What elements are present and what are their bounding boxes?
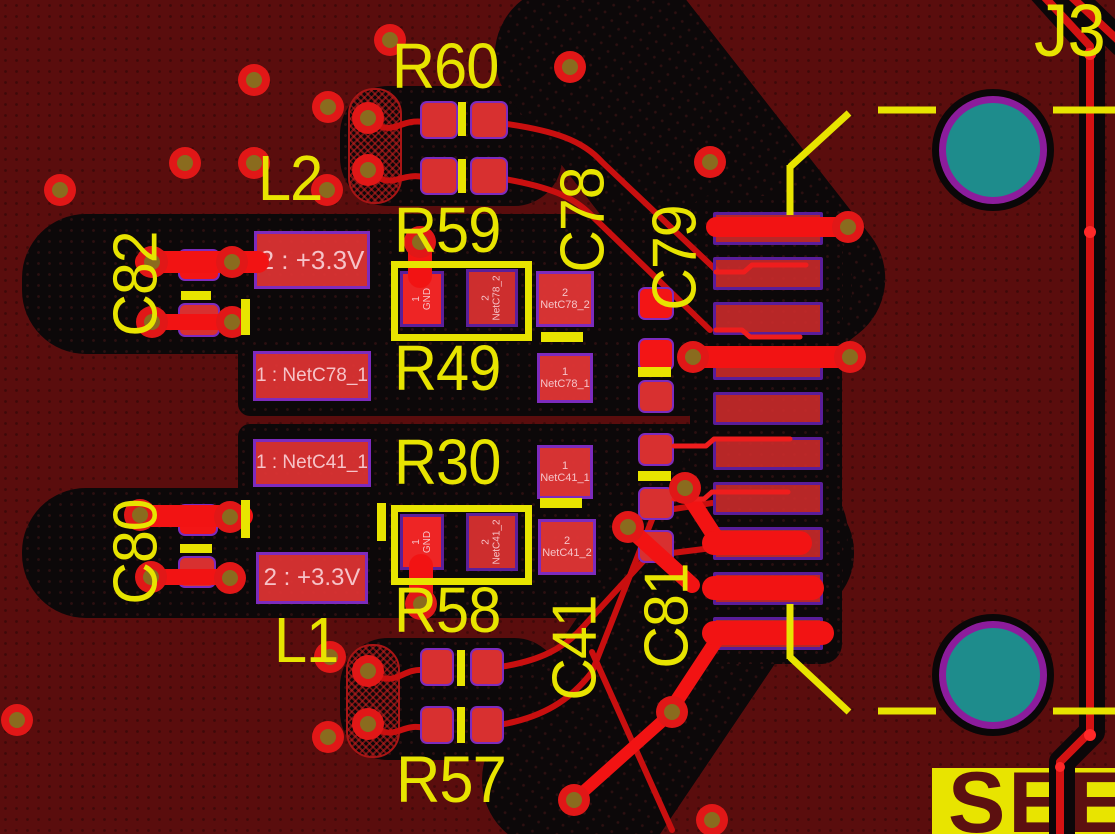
c41-long-pad-net-label[interactable]: 1 : NetC41_1 — [253, 439, 371, 487]
smd-pad[interactable] — [470, 157, 508, 195]
designator-c41[interactable]: C41 — [540, 595, 609, 701]
net-text: 1 : NetC78_1 — [256, 365, 368, 386]
via[interactable] — [696, 804, 728, 834]
designator-c82[interactable]: C82 — [101, 231, 170, 337]
mounting-hole[interactable] — [946, 103, 1040, 197]
net-text: 2 : +3.3V — [263, 564, 361, 591]
silk-tick — [458, 102, 466, 136]
net-text: 2 : +3.3V — [259, 244, 365, 275]
silk-tick — [457, 650, 465, 686]
silk-tick — [457, 707, 465, 743]
connector-pad[interactable] — [713, 212, 823, 245]
silk-tick — [540, 498, 582, 508]
connector-pad[interactable] — [713, 437, 823, 470]
smd-pad[interactable] — [638, 433, 674, 466]
designator-c80[interactable]: C80 — [101, 499, 170, 605]
smd-pad[interactable] — [178, 504, 218, 536]
smd-pad[interactable] — [178, 303, 220, 337]
designator-j3[interactable]: J3 — [1034, 0, 1106, 72]
via[interactable] — [352, 154, 384, 186]
smd-pad[interactable] — [420, 648, 454, 686]
silk-tick — [541, 332, 583, 342]
connector-pad[interactable] — [713, 302, 823, 335]
via[interactable] — [238, 64, 270, 96]
r30-courtyard-box — [391, 505, 532, 585]
via[interactable] — [669, 472, 701, 504]
connector-pad[interactable] — [713, 392, 823, 425]
via[interactable] — [352, 708, 384, 740]
net-text: 1 : NetC41_1 — [256, 452, 368, 473]
via[interactable] — [312, 721, 344, 753]
silkscreen-logo-text: SEE — [948, 768, 1115, 834]
connector-pad[interactable] — [713, 482, 823, 515]
designator-l1[interactable]: L1 — [274, 604, 339, 676]
via[interactable] — [374, 24, 406, 56]
mounting-hole[interactable] — [946, 628, 1040, 722]
designator-r60[interactable]: R60 — [392, 30, 499, 102]
via[interactable] — [169, 147, 201, 179]
silk-tick — [241, 500, 250, 538]
via[interactable] — [238, 147, 270, 179]
designator-r58[interactable]: R58 — [394, 574, 501, 646]
smd-pad[interactable] — [420, 101, 458, 139]
silk-tick — [377, 503, 386, 541]
silk-tick — [180, 544, 212, 553]
via[interactable] — [216, 246, 248, 278]
silk-tick — [638, 367, 671, 377]
silk-tick — [638, 471, 671, 481]
via[interactable] — [311, 174, 343, 206]
via[interactable] — [554, 51, 586, 83]
l1-pad-net-label[interactable]: 2 : +3.3V — [256, 552, 368, 604]
connector-pad[interactable] — [713, 347, 823, 380]
connector-pad[interactable] — [713, 617, 823, 650]
via[interactable] — [44, 174, 76, 206]
smd-pad[interactable] — [420, 157, 458, 195]
silk-tick — [241, 299, 250, 335]
smd-pad[interactable] — [470, 101, 508, 139]
smd-pad[interactable] — [178, 556, 216, 588]
via[interactable] — [314, 641, 346, 673]
via[interactable] — [1, 704, 33, 736]
via[interactable] — [558, 784, 590, 816]
via[interactable] — [834, 341, 866, 373]
designator-l2[interactable]: L2 — [258, 142, 323, 214]
via[interactable] — [832, 211, 864, 243]
designator-r30[interactable]: R30 — [394, 426, 501, 498]
connector-pad[interactable] — [713, 572, 823, 605]
via[interactable] — [352, 102, 384, 134]
smd-pad[interactable] — [470, 706, 504, 744]
silk-tick — [181, 291, 211, 300]
designator-r59[interactable]: R59 — [394, 194, 501, 266]
designator-r57[interactable]: R57 — [396, 742, 507, 816]
smd-pad[interactable] — [470, 648, 504, 686]
via[interactable] — [312, 91, 344, 123]
silk-tick — [458, 159, 466, 193]
designator-c81[interactable]: C81 — [632, 563, 701, 669]
connector-pad[interactable] — [713, 257, 823, 290]
c78-long-pad-net-label[interactable]: 1 : NetC78_1 — [253, 351, 371, 401]
smd-pad[interactable] — [638, 380, 674, 413]
silkscreen-logo-block: SEE — [932, 768, 1115, 834]
via[interactable] — [352, 655, 384, 687]
designator-c78[interactable]: C78 — [548, 167, 617, 273]
connector-pad[interactable] — [713, 527, 823, 560]
l2-pad-net-label[interactable]: 2 : +3.3V — [254, 231, 370, 289]
smd-pad[interactable] — [178, 249, 220, 281]
designator-r49[interactable]: R49 — [394, 332, 501, 404]
smd-pad[interactable] — [420, 706, 454, 744]
r59-courtyard-box — [391, 261, 532, 341]
designator-c79[interactable]: C79 — [640, 205, 709, 311]
via[interactable] — [214, 562, 246, 594]
